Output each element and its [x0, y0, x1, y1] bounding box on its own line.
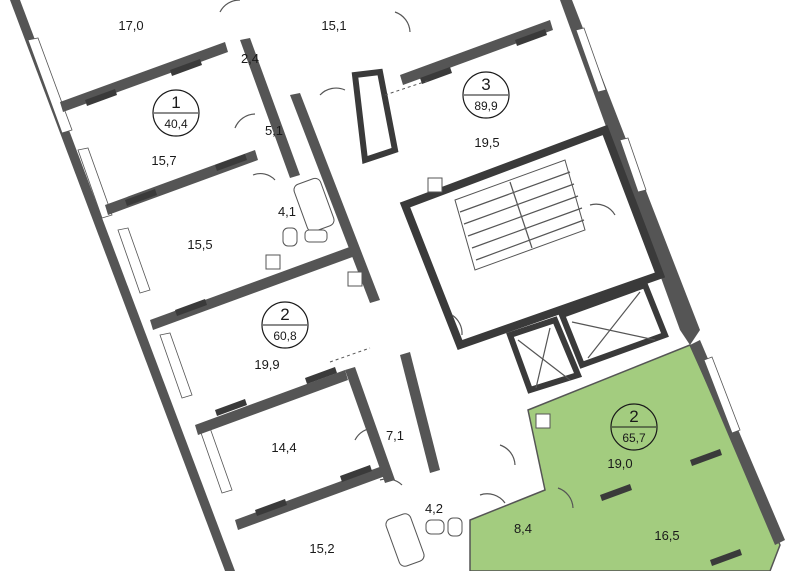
apartment-number: 2: [280, 305, 289, 324]
staircase: [454, 159, 586, 271]
room-area-label: 19,5: [474, 135, 499, 150]
room-area-label: 5,1: [265, 123, 283, 138]
room-area-label: 4,2: [425, 501, 443, 516]
apartment-area: 65,7: [622, 431, 646, 445]
room-area-label: 15,1: [321, 18, 346, 33]
windows: [85, 29, 742, 566]
outer-walls: [10, 0, 785, 571]
room-area-label: 15,2: [309, 541, 334, 556]
room-area-label: 17,0: [118, 18, 143, 33]
room-area-label: 14,4: [271, 440, 296, 455]
apartment-badge-2-highlighted[interactable]: 2 65,7: [610, 403, 658, 451]
room-area-label: 7,1: [386, 428, 404, 443]
apartment-area: 40,4: [164, 117, 188, 131]
room-area-label: 16,5: [654, 528, 679, 543]
fixtures: [265, 177, 551, 567]
apartment-badge-2[interactable]: 2 60,8: [261, 301, 309, 349]
apartment-badge-1[interactable]: 1 40,4: [152, 89, 200, 137]
apartment-badge-3[interactable]: 3 89,9: [462, 71, 510, 119]
room-area-label: 2,4: [241, 51, 259, 66]
room-area-label: 15,5: [187, 237, 212, 252]
apartment-number: 1: [171, 93, 180, 112]
room-area-label: 8,4: [514, 521, 532, 536]
apartment-number: 3: [481, 75, 490, 94]
apartment-area: 89,9: [474, 99, 498, 113]
room-labels: 17,0 15,1 2,4 5,1 15,7 4,1 15,5 19,5 19,…: [118, 18, 679, 556]
apartment-number: 2: [629, 407, 638, 426]
doors: [219, 0, 616, 509]
room-area-label: 19,9: [254, 357, 279, 372]
apartment-area: 60,8: [273, 329, 297, 343]
elevators: [517, 291, 656, 389]
room-area-label: 4,1: [278, 204, 296, 219]
room-area-label: 15,7: [151, 153, 176, 168]
room-area-label: 19,0: [607, 456, 632, 471]
